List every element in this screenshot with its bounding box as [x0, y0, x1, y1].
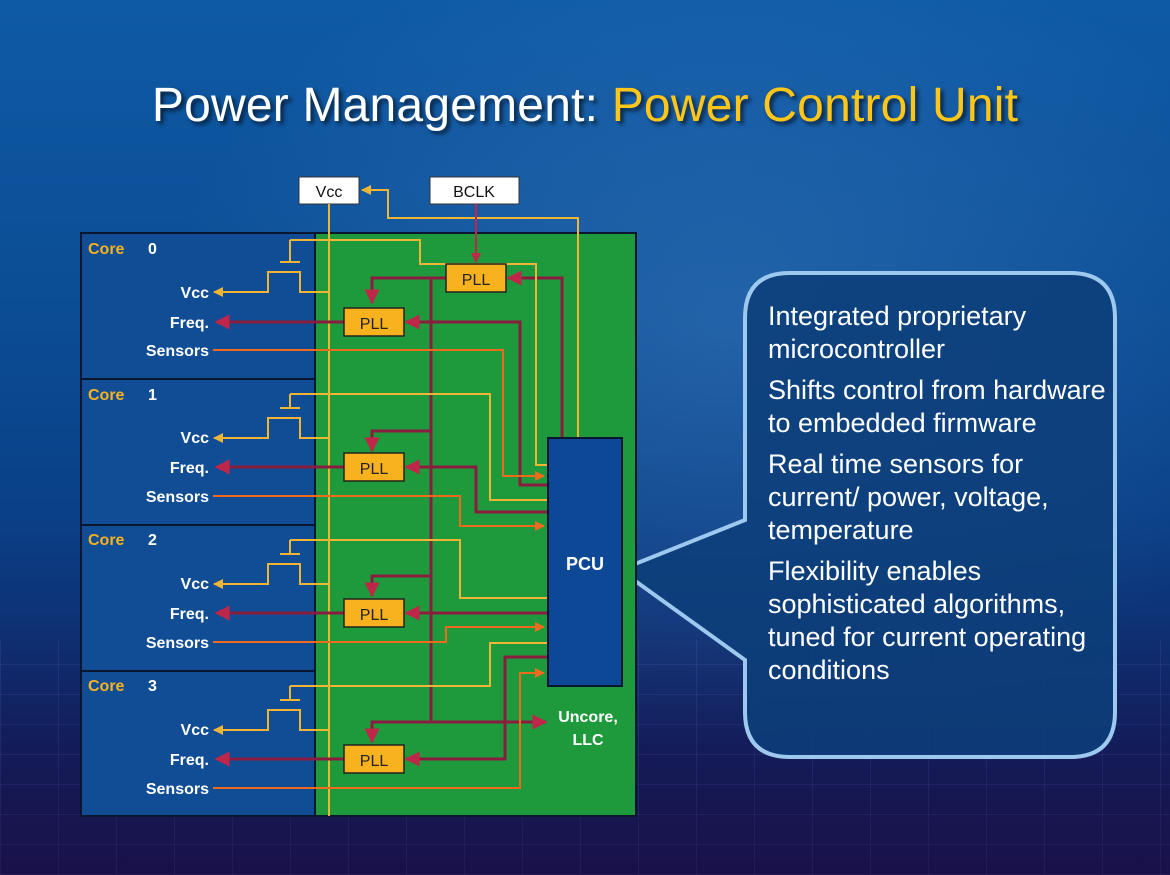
- callout-bullet-2: Shifts control from hardware to embedded…: [768, 375, 1106, 438]
- vcc-box: [298, 176, 360, 205]
- core2-freq-label: Freq.: [170, 606, 209, 623]
- core3-vcc-label: Vcc: [181, 722, 210, 739]
- callout-bubble: [615, 271, 1117, 759]
- core3-index: 3: [148, 678, 157, 695]
- core1-label: Core: [88, 387, 125, 404]
- callout-text: Integrated proprietary microcontroller S…: [768, 300, 1108, 695]
- core3-label: Core: [88, 678, 125, 695]
- core1-freq-label: Freq.: [170, 460, 209, 477]
- pcu-vcc-core2: [290, 539, 548, 599]
- bclk-box-label: BCLK: [453, 184, 495, 201]
- core0-freq-label: Freq.: [170, 315, 209, 332]
- title-main: Power Management:: [151, 79, 599, 132]
- core-panel-3: [80, 670, 316, 817]
- core0-vcc-label: Vcc: [181, 285, 210, 302]
- power-gate-core3: [215, 686, 329, 731]
- core-panel-2: [80, 524, 316, 672]
- clock-to-core2-pll: [364, 574, 431, 598]
- core3-sensors-label: Sensors: [146, 781, 209, 798]
- pcu-to-core1-pll: [404, 459, 548, 514]
- core0-sensors-label: Sensors: [146, 343, 209, 360]
- pll-core3: PLL: [343, 744, 405, 774]
- title-accent: Power Control Unit: [611, 79, 1019, 132]
- svg-text:PLL: PLL: [462, 272, 491, 289]
- callout-bullet-3: Real time sensors for current/ power, vo…: [768, 449, 1049, 545]
- core1-sensor-wire: [213, 495, 545, 531]
- vcc-box-label: Vcc: [316, 184, 343, 201]
- svg-text:PLL: PLL: [360, 461, 389, 478]
- pll-core2: PLL: [343, 598, 405, 628]
- pcu-vcc-core3: [290, 642, 548, 687]
- pcu-to-core3-pll: [404, 655, 548, 767]
- callout-bullet-1: Integrated proprietary microcontroller: [768, 301, 1027, 364]
- core0-sensor-wire: [213, 349, 545, 481]
- core3-freq-label: Freq.: [170, 752, 209, 769]
- uncore-label-line2: LLC: [572, 732, 604, 749]
- top-pll-to-core0-pll: [364, 276, 446, 305]
- pcu-vcc-core1: [290, 393, 548, 501]
- svg-text:PLL: PLL: [360, 316, 389, 333]
- power-gate-core1: [215, 394, 329, 439]
- core1-vcc-label: Vcc: [181, 430, 210, 447]
- svg-text:PLL: PLL: [360, 607, 389, 624]
- callout-bullet-4: Flexibility enables sophisticated algori…: [768, 556, 1087, 685]
- core0-label: Core: [88, 241, 125, 258]
- power-gate-core0: [215, 240, 329, 293]
- pcu-label: PCU: [566, 554, 604, 574]
- core-panel-1: [80, 378, 316, 526]
- clock-to-core1-pll: [364, 429, 431, 453]
- core1-sensors-label: Sensors: [146, 489, 209, 506]
- core1-index: 1: [148, 387, 157, 404]
- core2-label: Core: [88, 532, 125, 549]
- power-gate-core2: [215, 540, 329, 585]
- core2-sensors-label: Sensors: [146, 635, 209, 652]
- pcu-to-top-pll: [506, 270, 564, 438]
- core0-index: 0: [148, 241, 157, 258]
- uncore-label-line1: Uncore,: [558, 709, 618, 726]
- pcu-block: [547, 437, 623, 687]
- pll-top: PLL: [445, 263, 507, 293]
- slide-title: Power Management: Power Control Unit: [0, 78, 1170, 133]
- pll-core0: PLL: [343, 307, 405, 337]
- svg-text:PLL: PLL: [360, 753, 389, 770]
- pll-core1: PLL: [343, 452, 405, 482]
- core3-sensor-wire: [213, 668, 545, 789]
- core2-vcc-label: Vcc: [181, 576, 210, 593]
- clock-to-core3-pll: [364, 720, 431, 744]
- core2-sensor-wire: [213, 622, 545, 643]
- pcu-to-core0-pll: [404, 314, 548, 487]
- vcc-supply-wire: [361, 185, 579, 438]
- bclk-box: [429, 176, 520, 205]
- core2-index: 2: [148, 532, 157, 549]
